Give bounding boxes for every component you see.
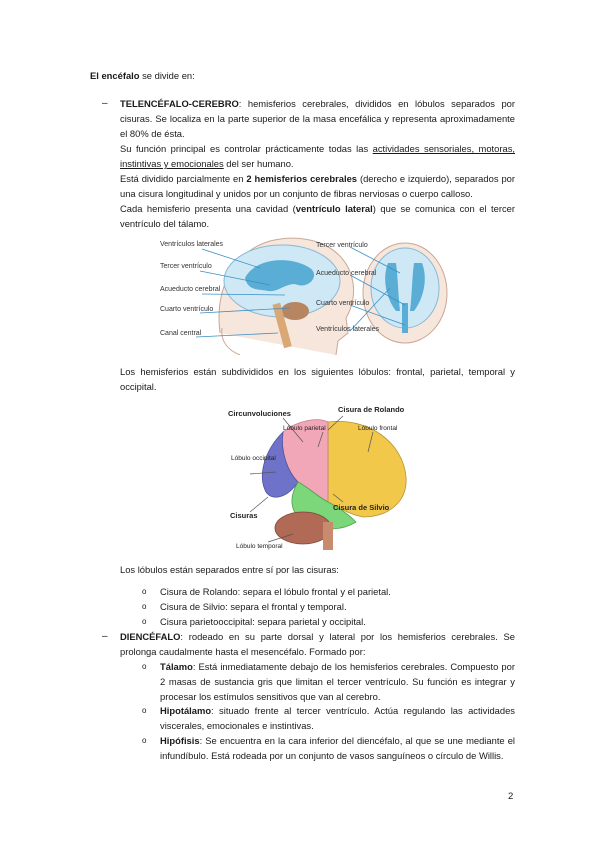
frontal-lobe (327, 420, 407, 518)
label-tercer-ventriculo: Tercer ventrículo (160, 263, 212, 270)
dien-term-talamo: Tálamo (160, 661, 193, 672)
diencefalo-paragraph: DIENCÉFALO: rodeado en su parte dorsal y… (120, 629, 515, 659)
label-acueducto-cerebral: Acueducto cerebral (160, 286, 221, 293)
dien-text-hipotalamo: : situado frente al tercer ventrículo. A… (160, 705, 515, 731)
page-number: 2 (508, 791, 514, 802)
bullet-marker: o (142, 602, 147, 611)
telencefalo-p4a: Cada hemisferio presenta una cavidad ( (120, 203, 296, 214)
telencefalo-p1-text: : hemisferios cerebrales, divididos en l… (120, 98, 515, 139)
telencefalo-p2: Su función principal es controlar prácti… (120, 141, 515, 171)
diencefalo-text: : rodeado en su parte dorsal y lateral p… (120, 631, 515, 657)
label-right-tercer-ventriculo: Tercer ventrículo (316, 242, 368, 249)
bullet-marker: o (142, 706, 147, 715)
occipital-lobe (262, 430, 299, 498)
bullet-marker: o (142, 587, 147, 596)
spinal-cord (272, 302, 292, 349)
telencefalo-p2a: Su función principal es controlar prácti… (120, 143, 373, 154)
bullet-marker: o (142, 662, 147, 671)
cisura-item-3: Cisura parietooccipital: separa parietal… (160, 616, 366, 627)
cisuras-intro: Los lóbulos están separados entre sí por… (120, 564, 339, 575)
ventricles-figure: Ventrículos laterales Tercer ventrículo … (160, 237, 448, 355)
dien-term-hipofisis: Hipófisis (160, 735, 200, 746)
dien-text-talamo: : Está inmediatamente debajo de los hemi… (160, 661, 515, 702)
cerebellum-shape (281, 302, 309, 320)
lobes-figure: Circunvoluciones Cisura de Rolando Lóbul… (228, 405, 407, 550)
telencefalo-p3-bold: 2 hemisferios cerebrales (246, 173, 358, 184)
telencefalo-p1: TELENCÉFALO-CEREBRO: hemisferios cerebra… (120, 96, 515, 141)
label-right-cuarto-ventriculo: Cuarto ventrículo (316, 300, 369, 307)
telencefalo-p3: Está dividido parcialmente en 2 hemisfer… (120, 171, 515, 201)
telencefalo-p4c: ) que se comunica con el tercer ventrícu… (120, 203, 516, 229)
cisura-item-2: Cisura de Silvio: separa el frontal y te… (160, 601, 347, 612)
label-cisura-silvio: Cisura de Silvio (333, 503, 390, 512)
dien-item-hipotalamo: Hipotálamo: situado frente al tercer ven… (160, 703, 515, 733)
bullet-marker: o (142, 617, 147, 626)
label-circunvoluciones: Circunvoluciones (228, 409, 291, 418)
label-lobulo-parietal: Lóbulo parietal (283, 425, 326, 432)
diencefalo-title: DIENCÉFALO (120, 631, 181, 642)
label-lobulo-frontal: Lóbulo frontal (358, 425, 398, 432)
label-lobulo-occipital: Lóbulo occipital (231, 455, 276, 462)
dien-item-hipofisis: Hipófisis: Se encuentra en la cara infer… (160, 733, 515, 763)
ventricles-frontal (385, 263, 425, 311)
cisura-item-1: Cisura de Rolando: separa el lóbulo fron… (160, 586, 391, 597)
telencefalo-p3c: (derecho e izquierdo), separados por una… (120, 173, 515, 199)
dien-text-hipofisis: : Se encuentra en la cara inferior del d… (160, 735, 515, 761)
telencefalo-title: TELENCÉFALO-CEREBRO (120, 98, 239, 109)
label-right-ventriculos-laterales: Ventrículos laterales (316, 326, 380, 333)
label-canal-central: Canal central (160, 330, 202, 337)
bullet-marker: o (142, 736, 147, 745)
brainstem (323, 522, 333, 550)
intro-rest: se divide en: (139, 70, 195, 81)
dash-marker: – (102, 98, 108, 109)
telencefalo-p4: Cada hemisferio presenta una cavidad (ve… (120, 201, 515, 231)
telencefalo-p3a: Está dividido parcialmente en (120, 173, 247, 184)
dien-item-talamo: Tálamo: Está inmediatamente debajo de lo… (160, 659, 515, 704)
telencefalo-p2b: del ser humano. (223, 158, 294, 169)
telencefalo-block: TELENCÉFALO-CEREBRO: hemisferios cerebra… (120, 96, 515, 231)
label-cisura-rolando: Cisura de Rolando (338, 405, 405, 414)
label-cuarto-ventriculo: Cuarto ventrículo (160, 306, 213, 313)
lobulos-paragraph: Los hemisferios están subdivididos en lo… (120, 366, 515, 392)
label-ventriculos-laterales: Ventrículos laterales (160, 241, 224, 248)
telencefalo-p2-underlined: actividades sensoriales, motoras, instin… (120, 143, 515, 169)
label-cisuras: Cisuras (230, 511, 258, 520)
cerebellum (274, 511, 332, 545)
dien-term-hipotalamo: Hipotálamo (160, 705, 212, 716)
telencefalo-p4-bold: ventrículo lateral (295, 203, 373, 214)
dash-marker: – (102, 631, 108, 642)
intro-line: El encéfalo se divide en: (90, 68, 195, 83)
intro-bold: El encéfalo (90, 70, 140, 81)
label-lobulo-temporal: Lóbulo temporal (236, 543, 283, 550)
label-right-acueducto: Acueducto cerebral (316, 270, 377, 277)
